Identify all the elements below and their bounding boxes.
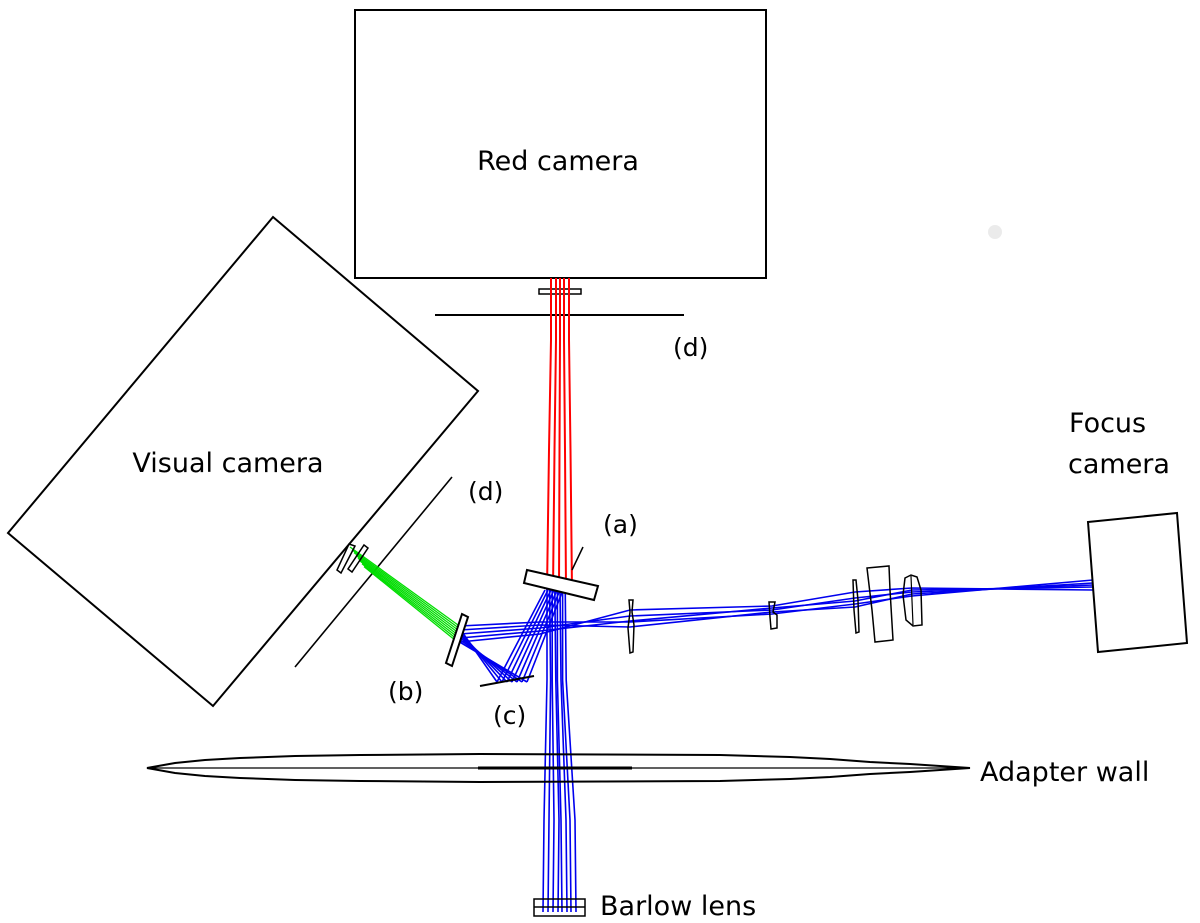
blue-ray-c-to-b bbox=[457, 640, 528, 683]
green-ray bbox=[349, 546, 459, 626]
marker-a-leader bbox=[571, 546, 584, 571]
marker-b: (b) bbox=[388, 677, 423, 706]
blue-ray-a-to-c bbox=[516, 589, 558, 683]
barlow-lens-label: Barlow lens bbox=[600, 891, 756, 922]
red-ray bbox=[546, 278, 552, 591]
focus-camera-label-line2: camera bbox=[1068, 449, 1170, 480]
red-ray bbox=[552, 278, 557, 591]
focus-relay-lenses bbox=[627, 565, 923, 655]
relay-lens-2 bbox=[768, 601, 778, 630]
red-camera-label: Red camera bbox=[477, 146, 639, 177]
adapter-wall-label: Adapter wall bbox=[980, 757, 1149, 788]
green-ray bbox=[353, 552, 459, 631]
adapter-wall: Adapter wall bbox=[146, 752, 1149, 788]
blue-ray-vertical bbox=[564, 587, 577, 913]
red-ray bbox=[563, 278, 567, 591]
mirror-c bbox=[479, 675, 535, 687]
marker-a: (a) bbox=[603, 510, 638, 539]
green-ray bbox=[355, 554, 459, 634]
green-beam bbox=[349, 546, 459, 644]
blue-ray-a-to-c bbox=[526, 589, 564, 683]
marker-d-visual: (d) bbox=[468, 477, 503, 506]
background-smudge bbox=[988, 225, 1002, 239]
barlow-lens: Barlow lens bbox=[533, 891, 756, 922]
relay-doublet bbox=[902, 574, 923, 627]
visual-camera-label: Visual camera bbox=[132, 448, 323, 479]
red-ray bbox=[558, 278, 561, 591]
blue-ray-vertical bbox=[556, 588, 563, 913]
green-ray bbox=[363, 566, 459, 644]
green-ray bbox=[357, 557, 459, 636]
marker-d-red: (d) bbox=[673, 333, 708, 362]
red-camera: Red camera bbox=[354, 9, 767, 279]
blue-ray-vertical bbox=[547, 587, 552, 913]
dichroic-plate-a bbox=[522, 568, 600, 602]
focus-camera: Focus camera bbox=[1068, 408, 1189, 654]
blue-ray-vertical bbox=[559, 587, 568, 913]
blue-ray-vertical bbox=[551, 588, 555, 913]
relay-block-lens bbox=[866, 565, 894, 643]
marker-c: (c) bbox=[493, 701, 526, 730]
green-ray bbox=[359, 560, 459, 639]
green-ray bbox=[361, 563, 459, 641]
blue-ray-a-to-c bbox=[506, 589, 552, 683]
relay-lens-1 bbox=[627, 599, 635, 655]
blue-ray-vertical bbox=[554, 587, 560, 913]
mirror-b bbox=[444, 612, 470, 668]
relay-lens-3 bbox=[852, 579, 860, 635]
blue-beam bbox=[457, 579, 1094, 913]
blue-ray-vertical bbox=[561, 588, 572, 913]
relay-doublet-seam bbox=[910, 575, 914, 626]
blue-ray-vertical bbox=[542, 588, 548, 913]
focus-camera-label-line1: Focus bbox=[1069, 408, 1146, 439]
blue-ray-a-to-c bbox=[521, 589, 561, 683]
red-beam bbox=[546, 278, 573, 591]
visual-camera: Visual camera bbox=[6, 215, 480, 708]
visual-camera-lens bbox=[336, 543, 370, 575]
blue-ray-a-to-c bbox=[511, 589, 555, 683]
green-ray bbox=[351, 549, 459, 629]
red-ray bbox=[568, 278, 573, 591]
